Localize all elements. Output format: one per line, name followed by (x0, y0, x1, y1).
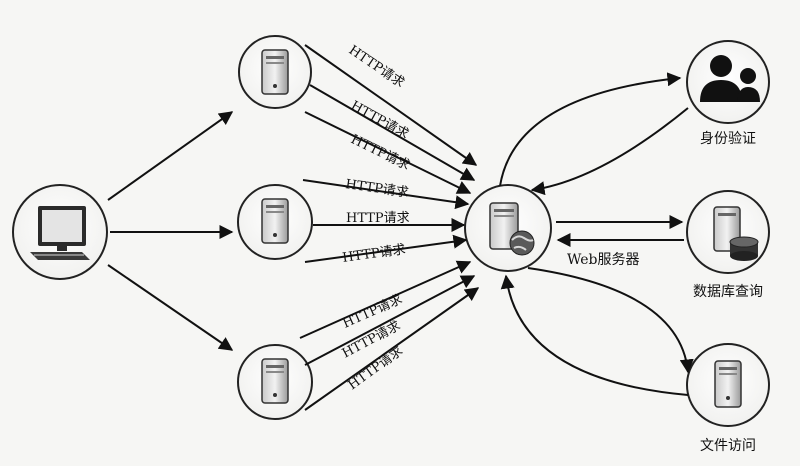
http-arrow (304, 287, 480, 411)
http-arrow (302, 179, 470, 210)
arrow-client-to-proxy-top (107, 111, 234, 201)
proxy-server-bottom (237, 344, 313, 420)
http-label: HTTP请求 (346, 43, 407, 91)
arrow-files-to-web (500, 274, 689, 396)
http-arrow (309, 84, 476, 181)
server-icon (261, 358, 289, 404)
http-label: HTTP请求 (344, 177, 409, 201)
server-icon (261, 49, 289, 95)
arrow-auth-to-web (530, 107, 689, 196)
arrow-web-to-auth (499, 72, 682, 187)
users-icon (700, 55, 760, 102)
files-label: 文件访问 (700, 438, 756, 454)
client-node (12, 184, 108, 280)
proxy-server-middle (237, 184, 313, 260)
files-node: 文件访问 (686, 343, 770, 454)
http-arrow (304, 234, 468, 263)
proxy-server-top (238, 35, 312, 109)
web-server-label: Web服务器 (567, 252, 640, 268)
web-server-icon (489, 202, 535, 256)
computer-icon (30, 206, 90, 260)
database-node: 数据库查询 (686, 190, 770, 300)
database-server-icon (713, 206, 759, 261)
auth-node: 身份验证 (686, 40, 770, 147)
arrow-client-to-proxy-bottom (107, 264, 234, 351)
http-arrow (304, 44, 478, 166)
http-arrow (299, 260, 472, 339)
web-server-node: Web服务器 (464, 184, 640, 272)
database-label: 数据库查询 (693, 284, 763, 300)
server-icon (261, 198, 289, 244)
http-request-arrows (299, 44, 480, 411)
http-label: HTTP请求 (341, 242, 406, 266)
http-arrow (304, 275, 476, 366)
arrow-web-to-files (527, 267, 694, 374)
auth-label: 身份验证 (700, 131, 756, 147)
file-server-icon (714, 360, 742, 408)
http-arrow (304, 111, 472, 194)
http-label: HTTP请求 (346, 211, 410, 226)
